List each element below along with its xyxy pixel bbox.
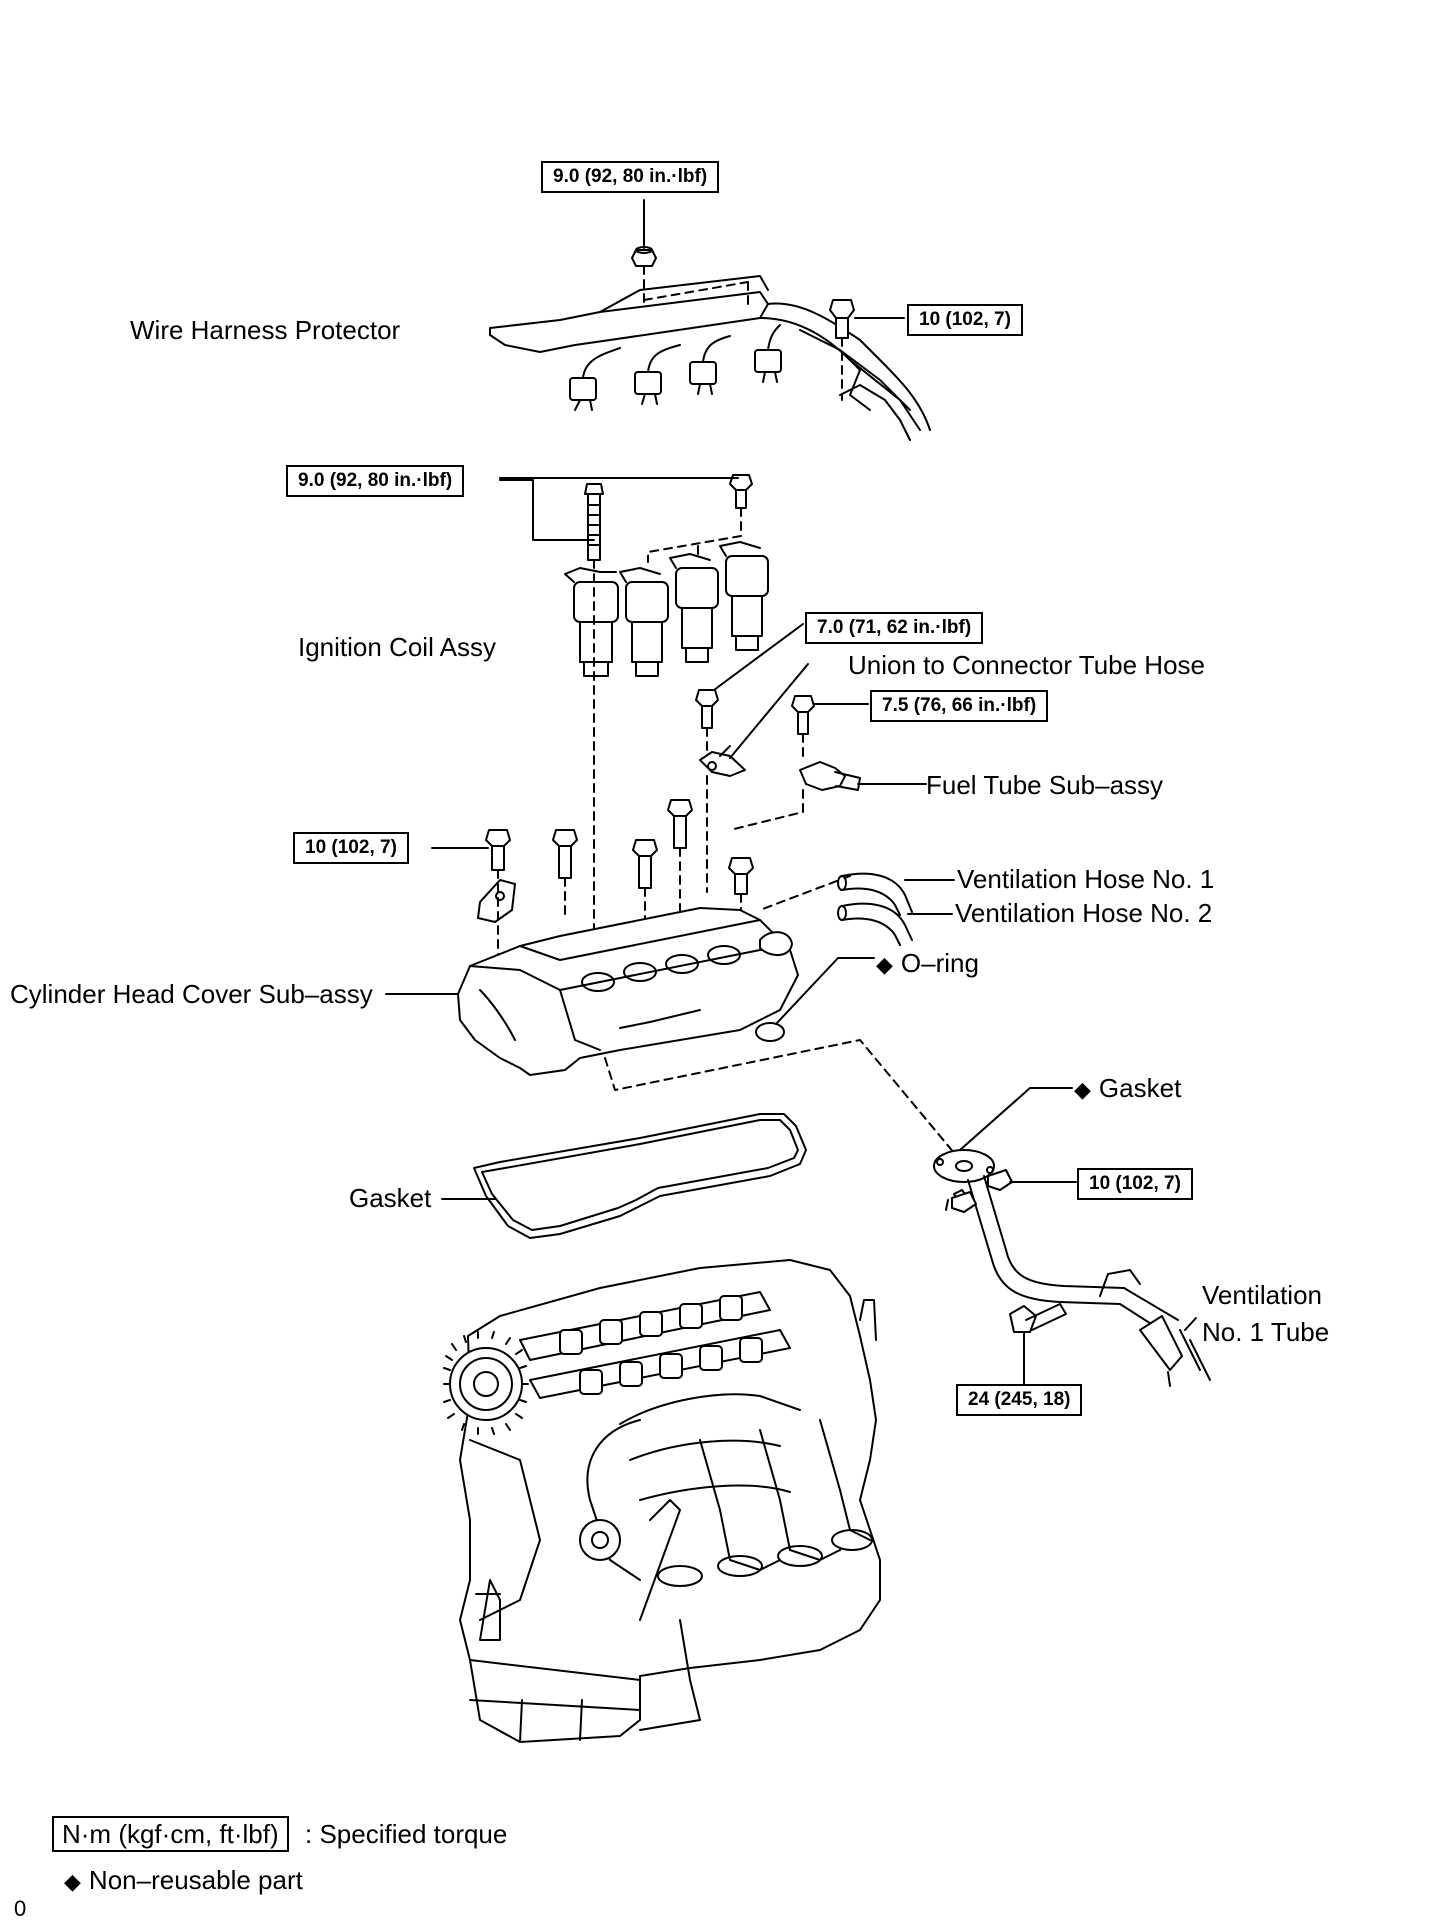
cover-bolts (431, 799, 754, 895)
fuel-guide-lines (706, 727, 804, 893)
cylinder-head-cover (385, 907, 799, 1076)
label-ignition-coil-assy: Ignition Coil Assy (298, 632, 496, 662)
corner-mark: 0 (14, 1896, 27, 1921)
ventilation-hoses (837, 872, 955, 946)
label-union-to-connector-tube-hose: Union to Connector Tube Hose (848, 650, 1205, 680)
label-wire-harness-protector: Wire Harness Protector (130, 315, 401, 345)
legend-torque-unit-box: N·m (kgf·cm, ft·lbf) (52, 1816, 289, 1852)
wire-harness-protector (489, 275, 931, 441)
torque-box-hose-bolt: 7.0 (71, 62 in.·lbf) (805, 612, 984, 644)
label-gasket-ventilation: ◆Gasket (1074, 1073, 1182, 1103)
fuel-tube-sub-assy (799, 761, 927, 791)
torque-box-harness-bolt: 10 (102, 7) (907, 304, 1023, 336)
torque-box-fuel-tube-bolt: 7.5 (76, 66 in.·lbf) (870, 690, 1049, 722)
legend-torque-description: : Specified torque (305, 1819, 508, 1849)
torque-box-cover-bolts: 10 (102, 7) (293, 832, 409, 864)
cylinder-head-cover-gasket (441, 1113, 807, 1239)
legend-non-reusable: ◆Non–reusable part (64, 1865, 303, 1895)
non-reusable-mark: ◆ (876, 953, 893, 978)
label-ventilation-hose-no2: Ventilation Hose No. 2 (955, 898, 1213, 928)
label-fuel-tube-sub-assy: Fuel Tube Sub–assy (926, 770, 1164, 800)
fuel-tube-bolt (791, 695, 869, 735)
label-ventilation-no1-tube-line1: Ventilation (1202, 1280, 1322, 1310)
engine-block (443, 1259, 881, 1743)
coil-bolts (499, 474, 753, 561)
ventilation-gasket (933, 1087, 1073, 1183)
coil-guide-lines (647, 507, 742, 563)
label-o-ring: ◆O–ring (876, 948, 979, 978)
ignition-coil-assy (564, 541, 769, 677)
non-reusable-mark: ◆ (64, 1870, 81, 1895)
label-gasket-cover: Gasket (349, 1183, 432, 1213)
label-ventilation-no1-tube-line2: No. 1 Tube (1202, 1317, 1330, 1347)
o-ring (755, 957, 875, 1042)
ventilation-no1-tube (945, 1175, 1211, 1387)
label-cylinder-head-cover-sub-assy: Cylinder Head Cover Sub–assy (10, 979, 373, 1009)
cover-bracket (477, 879, 516, 923)
tube-bolt (1009, 1303, 1067, 1395)
torque-box-tube-bolt: 24 (245, 18) (956, 1384, 1083, 1416)
label-ventilation-hose-no1: Ventilation Hose No. 1 (957, 864, 1215, 894)
harness-guide-lines (643, 265, 843, 401)
torque-box-harness-nut: 9.0 (92, 80 in.·lbf) (541, 161, 720, 193)
harness-bolt (829, 299, 905, 339)
torque-box-tube-nuts: 10 (102, 7) (1077, 1168, 1193, 1200)
torque-box-coil-bolts: 9.0 (92, 80 in.·lbf) (286, 465, 465, 497)
non-reusable-mark: ◆ (1074, 1078, 1091, 1103)
union-to-connector-tube-hose-bracket (699, 663, 809, 777)
tube-nuts (951, 1169, 1077, 1213)
harness-nut (631, 199, 657, 267)
